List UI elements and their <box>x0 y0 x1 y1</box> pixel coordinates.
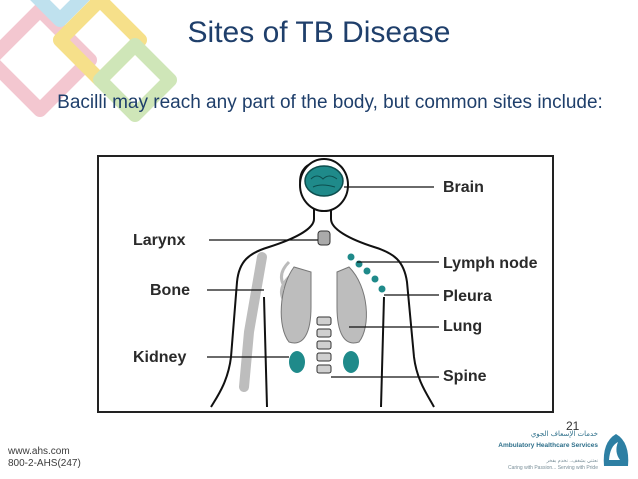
right-kidney <box>343 351 359 373</box>
larynx-organ <box>317 230 331 246</box>
logo-tagline-english: Caring with Passion... Serving with Prid… <box>507 465 598 471</box>
right-lung <box>336 266 367 344</box>
left-kidney <box>289 351 305 373</box>
brain-organ <box>304 165 344 197</box>
label-pleura: Pleura <box>443 288 492 305</box>
ahs-logo: خدمات الإسعاف الجوي Ambulatory Healthcar… <box>488 430 633 476</box>
slide-title: Sites of TB Disease <box>187 16 451 49</box>
corner-decoration <box>0 0 177 122</box>
body-illustration <box>207 158 439 408</box>
logo-arabic: خدمات الإسعاف الجوي <box>530 430 598 438</box>
label-lymph-node: Lymph node <box>443 255 538 272</box>
footer-phone: 800-2-AHS(247) <box>8 458 81 469</box>
label-brain: Brain <box>443 179 484 196</box>
label-kidney: Kidney <box>133 349 187 366</box>
body-outline <box>210 160 435 408</box>
footer-website[interactable]: www.ahs.com <box>8 446 70 457</box>
footer-contact: www.ahs.com 800-2-AHS(247) <box>8 446 81 470</box>
label-spine: Spine <box>443 368 487 385</box>
label-bone: Bone <box>150 282 190 299</box>
left-lung <box>280 266 312 344</box>
label-larynx: Larynx <box>133 232 186 249</box>
page-number: 21 <box>566 419 580 433</box>
label-lung: Lung <box>443 318 483 335</box>
body-diagram: Brain Larynx Lymph node Bone Pleura Lung… <box>97 155 554 413</box>
ahs-logo-icon <box>603 434 629 466</box>
logo-name: Ambulatory Healthcare Services <box>498 442 598 449</box>
slide-subtitle: Bacilli may reach any part of the body, … <box>57 92 603 113</box>
logo-tagline: نعتني بشغف.. نخدم بفخر Caring with Passi… <box>488 458 598 472</box>
spine-organ <box>316 316 332 374</box>
logo-tagline-arabic: نعتني بشغف.. نخدم بفخر <box>546 458 598 464</box>
arm-bone <box>239 252 267 392</box>
